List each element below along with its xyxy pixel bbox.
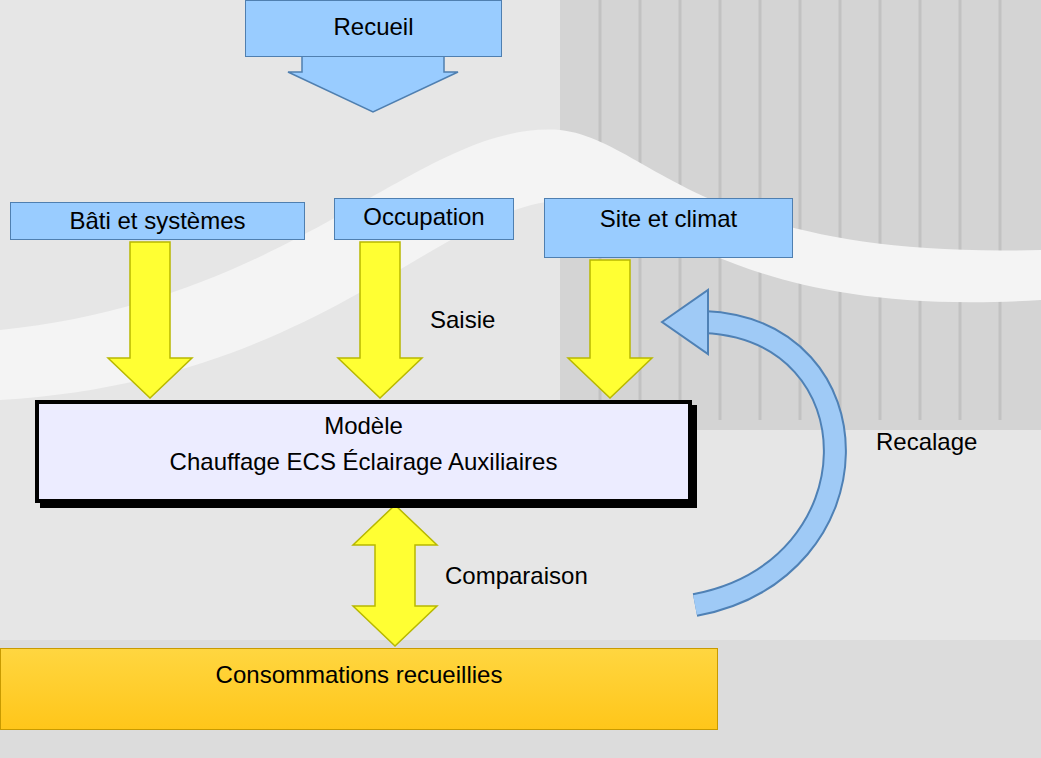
node-title: Bâti et systèmes: [69, 207, 245, 235]
node-title: Occupation: [363, 203, 484, 231]
node-title: Consommations recueillies: [216, 661, 503, 689]
curved-canopy: [0, 130, 1041, 400]
double-block-arrow: [353, 505, 437, 646]
text-line: Modèle: [39, 412, 688, 440]
callout-arrow: [288, 57, 458, 112]
free-label: Recalage: [876, 428, 977, 456]
edge-label: Saisie: [430, 306, 495, 334]
source-box: Recueil: [245, 0, 502, 57]
terrace: [0, 640, 1041, 758]
result-box: Consommations recueillies: [0, 648, 718, 730]
node-title: Modèle: [324, 412, 403, 440]
text-line: Site et climat: [545, 205, 792, 233]
input-box: Site et climat: [544, 198, 793, 258]
edge-label: Comparaison: [445, 562, 588, 590]
node-title: Site et climat: [600, 205, 737, 233]
text-line: Chauffage ECS Éclairage Auxiliaires: [39, 448, 688, 476]
node-body: Chauffage ECS Éclairage Auxiliaires: [170, 448, 558, 476]
input-box: Bâti et systèmes: [10, 202, 305, 240]
block-arrow: [338, 242, 422, 398]
model-box: ModèleChauffage ECS Éclairage Auxiliaire…: [35, 400, 692, 503]
block-arrow: [568, 260, 652, 398]
input-box: Occupation: [334, 198, 514, 240]
text-line: Occupation: [335, 203, 513, 231]
text-line: Bâti et systèmes: [11, 207, 304, 235]
text-line: Consommations recueillies: [1, 661, 717, 689]
block-arrow: [108, 242, 192, 398]
text-line: Recueil: [246, 13, 501, 41]
node-title: Recueil: [333, 13, 413, 41]
